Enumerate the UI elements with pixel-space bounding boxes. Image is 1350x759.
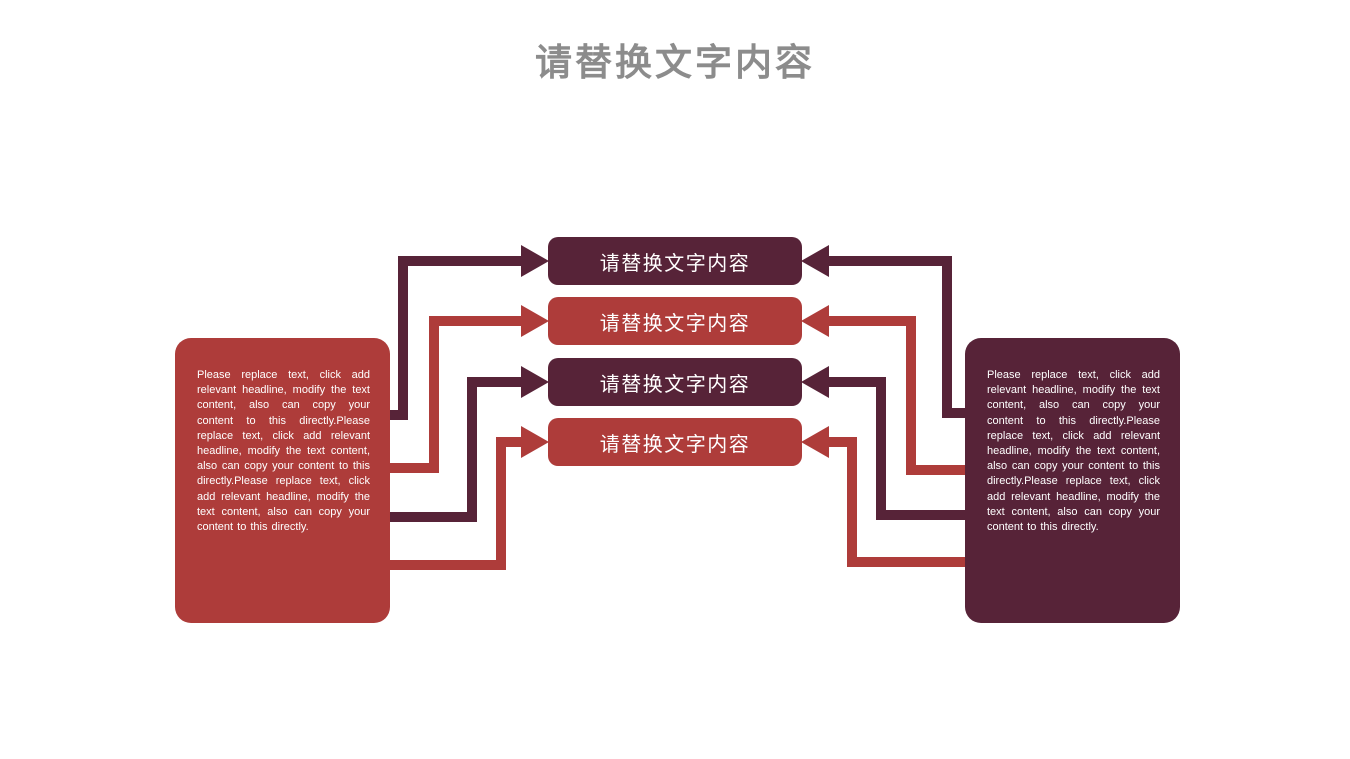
arrowhead-right-icon — [521, 426, 549, 458]
connector-left-to-box-1[interactable] — [388, 245, 549, 420]
left-panel-text: Please replace text, click add relevant … — [197, 369, 370, 534]
connector-line — [827, 377, 967, 520]
connector-right-to-box-1[interactable] — [801, 245, 967, 418]
arrowhead-left-icon — [801, 366, 829, 398]
connector-left-to-box-3[interactable] — [388, 366, 549, 522]
arrowhead-left-icon — [801, 305, 829, 337]
right-text-panel[interactable]: Please replace text, click add relevant … — [965, 338, 1180, 623]
connector-line — [388, 377, 523, 522]
connector-right-to-box-2[interactable] — [801, 305, 967, 475]
connector-line — [388, 256, 523, 420]
connector-left-to-box-2[interactable] — [388, 305, 549, 473]
center-box-2-label: 请替换文字内容 — [599, 312, 751, 335]
connector-line — [827, 316, 967, 475]
connector-line — [388, 437, 523, 570]
center-box-4-label: 请替换文字内容 — [599, 433, 751, 456]
connector-right-to-box-4[interactable] — [801, 426, 967, 567]
arrowhead-right-icon — [521, 245, 549, 277]
arrowhead-right-icon — [521, 366, 549, 398]
slide-title[interactable]: 请替换文字内容 — [535, 42, 815, 83]
center-box-3[interactable]: 请替换文字内容 — [548, 358, 802, 406]
center-box-4[interactable]: 请替换文字内容 — [548, 418, 802, 466]
arrowhead-right-icon — [521, 305, 549, 337]
connector-right-to-box-3[interactable] — [801, 366, 967, 520]
connector-left-to-box-4[interactable] — [388, 426, 549, 570]
arrowhead-left-icon — [801, 245, 829, 277]
right-panel-text: Please replace text, click add relevant … — [987, 369, 1160, 534]
center-box-1[interactable]: 请替换文字内容 — [548, 237, 802, 285]
center-box-1-label: 请替换文字内容 — [599, 252, 751, 275]
arrowhead-left-icon — [801, 426, 829, 458]
connector-line — [827, 437, 967, 567]
left-text-panel[interactable]: Please replace text, click add relevant … — [175, 338, 390, 623]
center-box-3-label: 请替换文字内容 — [599, 373, 751, 396]
connector-line — [827, 256, 967, 418]
connector-line — [388, 316, 523, 473]
center-box-2[interactable]: 请替换文字内容 — [548, 297, 802, 345]
